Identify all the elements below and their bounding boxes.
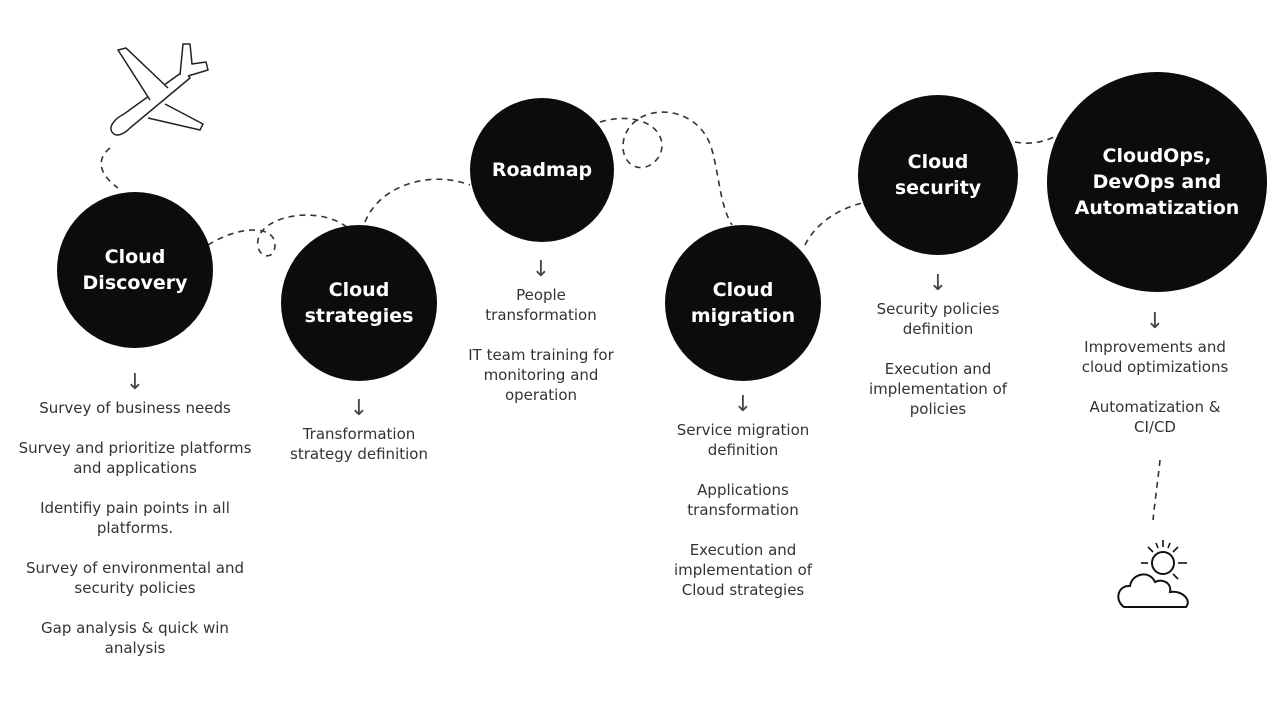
list-item: Survey of business needs	[39, 399, 231, 417]
down-arrow-icon: ↓	[349, 396, 369, 421]
list-item: People transformation	[485, 286, 597, 324]
stage-circle-cloud-discovery: Cloud Discovery	[57, 192, 213, 348]
airplane-icon	[110, 43, 209, 136]
down-arrow-icon: ↓	[928, 271, 948, 296]
stage-details-cloud-migration: ↓ Service migration definition Applicati…	[658, 394, 828, 620]
list-item: Improvements and cloud optimizations	[1081, 338, 1229, 376]
stage-details-cloudops: ↓ Improvements and cloud optimizations A…	[1065, 311, 1245, 457]
dashed-path-5	[1014, 134, 1059, 144]
dashed-path-1	[207, 214, 349, 257]
list-item: Execution and implementation of policies	[868, 360, 1008, 418]
stage-title: Roadmap	[491, 159, 593, 181]
stage-title: Cloud security	[894, 151, 982, 199]
list-item: Gap analysis & quick win analysis	[41, 619, 229, 657]
list-item: Transformation strategy definition	[290, 425, 428, 463]
list-item: Security policies definition	[876, 300, 1000, 338]
list-item: Automatization & CI/CD	[1089, 398, 1221, 436]
list-item: Survey of environmental and security pol…	[25, 559, 245, 597]
list-item: Identifiy pain points in all platforms.	[40, 499, 230, 537]
stage-circle-cloudops: CloudOps, DevOps and Automatization	[1047, 72, 1267, 292]
stage-title: CloudOps, DevOps and Automatization	[1074, 145, 1240, 219]
list-item: Execution and implementation of Cloud st…	[673, 541, 813, 599]
stage-details-cloud-security: ↓ Security policies definition Execution…	[853, 273, 1023, 439]
list-item: Survey and prioritize platforms and appl…	[18, 439, 252, 477]
list-item: Service migration definition	[676, 421, 810, 459]
stage-details-roadmap: ↓ People transformation IT team training…	[451, 259, 631, 425]
dashed-path-2	[364, 178, 471, 223]
list-item: Applications transformation	[687, 481, 799, 519]
stage-circle-roadmap: Roadmap	[470, 98, 614, 242]
dashed-path-start	[100, 147, 119, 189]
list-item: IT team training for monitoring and oper…	[468, 346, 614, 404]
down-arrow-icon: ↓	[125, 370, 145, 395]
dashed-path-4	[804, 202, 863, 246]
stage-title: Cloud migration	[690, 279, 796, 327]
stage-circle-cloud-migration: Cloud migration	[665, 225, 821, 381]
dashed-path-3	[599, 111, 733, 226]
stage-circle-cloud-security: Cloud security	[858, 95, 1018, 255]
dashed-path-end	[1152, 459, 1161, 521]
stage-circle-cloud-strategies: Cloud strategies	[281, 225, 437, 381]
down-arrow-icon: ↓	[531, 257, 551, 282]
sun-cloud-icon	[1117, 540, 1189, 608]
stage-details-cloud-discovery: ↓ Survey of business needs Survey and pr…	[5, 372, 265, 678]
down-arrow-icon: ↓	[1145, 309, 1165, 334]
stage-details-cloud-strategies: ↓ Transformation strategy definition	[274, 398, 444, 484]
down-arrow-icon: ↓	[733, 392, 753, 417]
stage-title: Cloud strategies	[304, 279, 414, 327]
stage-title: Cloud Discovery	[82, 246, 188, 294]
